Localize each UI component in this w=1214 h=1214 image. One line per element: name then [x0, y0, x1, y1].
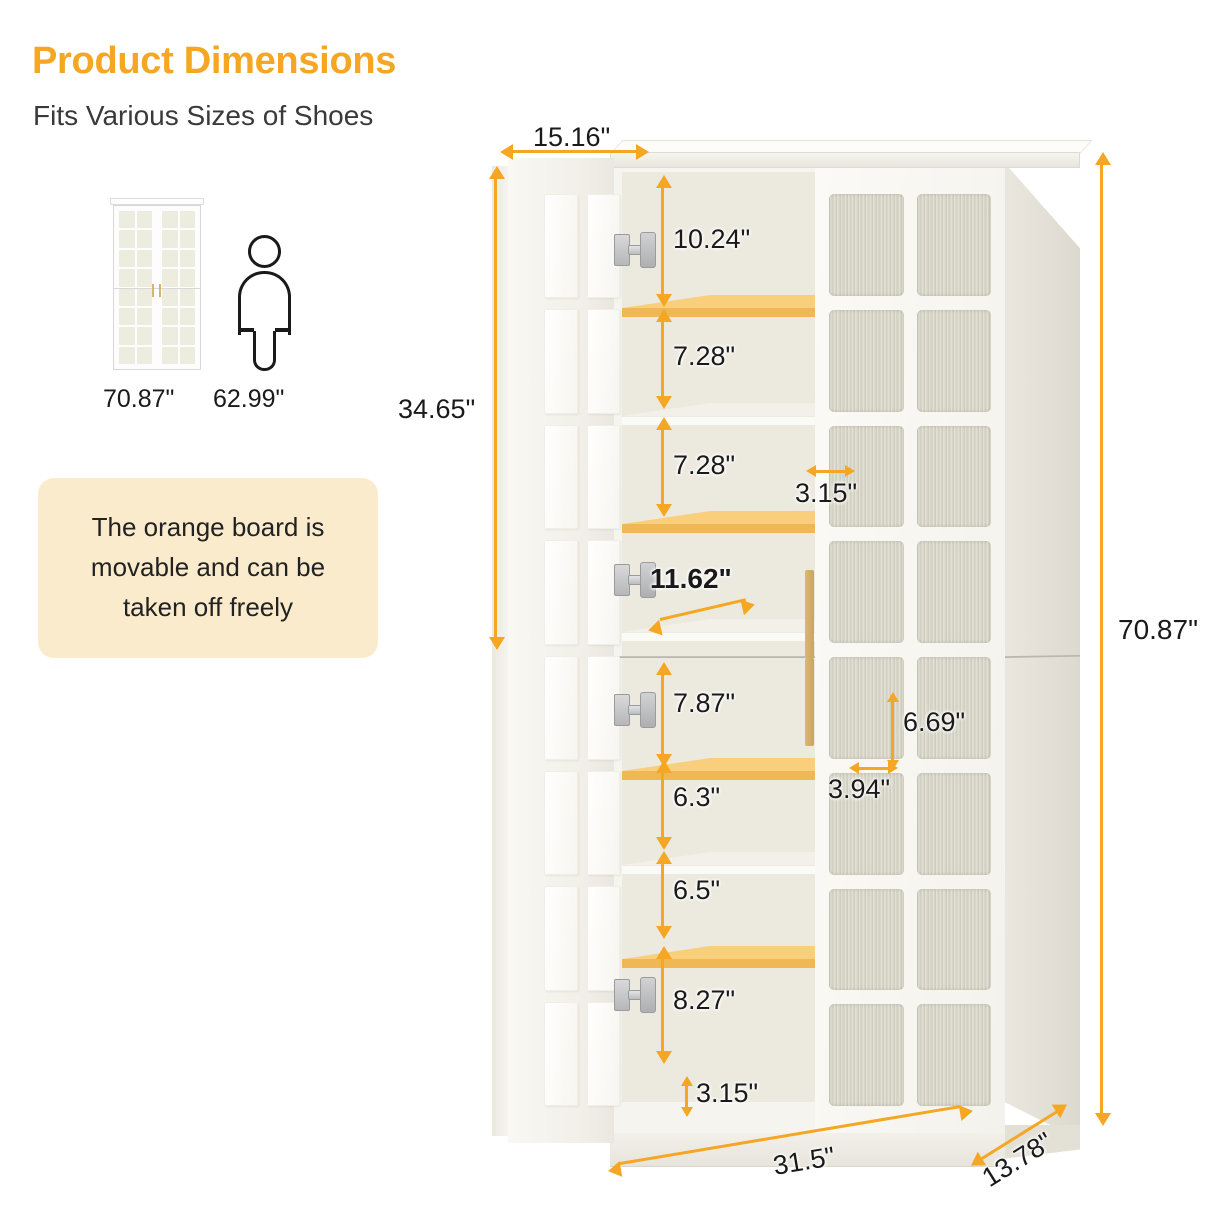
person-icon-body	[238, 271, 291, 335]
arrow-down	[656, 396, 672, 409]
arrow-up	[656, 851, 672, 864]
arrow-right	[888, 762, 898, 774]
arrow-right	[636, 144, 649, 160]
left-door-panes	[544, 194, 620, 1106]
cabinet-icon-left-door	[117, 209, 154, 366]
hinge-upper-top	[614, 230, 658, 270]
dim-pane-width-label: 3.94"	[828, 774, 891, 804]
cabinet-icon-handle-left	[152, 284, 154, 297]
arrow-left	[606, 1161, 623, 1179]
person-icon-head	[248, 235, 281, 268]
cabinet-plinth-front	[610, 1133, 1005, 1167]
right-door-fluted-panes	[829, 194, 991, 1106]
dim-lower-compartment-4-label: 8.27"	[673, 985, 736, 1015]
dim-upper-compartment-3-label: 7.28"	[673, 450, 736, 480]
cabinet-crown-front	[610, 152, 1080, 168]
arrow-left	[806, 465, 816, 477]
cabinet-icon-right-door	[160, 209, 197, 366]
cabinet-icon-body	[113, 205, 201, 370]
dim-upper-section-height-label: 34.65"	[398, 394, 476, 424]
arrow-up	[1095, 152, 1111, 165]
arrow-left	[849, 762, 859, 774]
dim-shelf-depth-side-label: 3.15"	[795, 478, 858, 508]
dim-shelf-width-diagonal-label: 11.62"	[650, 563, 732, 594]
cabinet-icon-handle-right	[159, 284, 161, 297]
arrow-down	[681, 1107, 693, 1117]
arrow-down	[656, 926, 672, 939]
movable-board-note: The orange board is movable and can be t…	[38, 478, 378, 658]
arrow-down	[1095, 1113, 1111, 1126]
arrow-up	[656, 309, 672, 322]
person-height-label: 62.99"	[213, 385, 285, 413]
person-icon-legs	[253, 331, 276, 371]
dim-lower-compartment-2-label: 6.3"	[673, 782, 721, 812]
person-icon	[237, 235, 293, 371]
dim-pane-height-label: 6.69"	[903, 707, 966, 737]
arrow-right	[845, 465, 855, 477]
cabinet-right-door-closed[interactable]	[815, 168, 1005, 1133]
dim-upper-compartment-2-label: 7.28"	[673, 341, 736, 371]
dim-top-width-label: 15.16"	[533, 122, 611, 152]
dim-plinth-height-label: 3.15"	[696, 1078, 759, 1108]
arrow-up	[656, 662, 672, 675]
dim-overall-height-label: 70.87"	[1118, 614, 1199, 645]
arrow-left	[500, 144, 513, 160]
arrow-up	[656, 175, 672, 188]
dim-lower-compartment-1-label: 7.87"	[673, 688, 736, 718]
arrow-down	[489, 637, 505, 650]
cabinet-left-door-open[interactable]	[492, 158, 620, 1143]
arrow-up	[656, 417, 672, 430]
note-line-3: taken off freely	[122, 591, 294, 622]
arrow-down	[656, 1051, 672, 1064]
page-subtitle: Fits Various Sizes of Shoes	[33, 100, 374, 131]
cabinet-icon-top	[110, 198, 204, 205]
hinge-lower-bottom	[614, 975, 658, 1015]
cabinet-icon-mid-seam	[113, 288, 201, 289]
dim-lower-compartment-3-label: 6.5"	[673, 875, 721, 905]
note-line-1: The orange board is	[91, 512, 325, 543]
arrow-up	[656, 946, 672, 959]
arrow-right	[958, 1103, 975, 1121]
page-title: Product Dimensions	[32, 40, 397, 82]
handle-lower-door[interactable]	[805, 658, 814, 746]
handle-upper-door[interactable]	[805, 570, 814, 658]
hinge-upper-bottom	[614, 560, 658, 600]
arrow-up	[681, 1076, 693, 1086]
note-line-2: movable and can be	[90, 552, 326, 583]
arrow-down	[656, 837, 672, 850]
cabinet-icon	[108, 198, 206, 370]
hinge-lower-top	[614, 690, 658, 730]
arrow-up	[887, 692, 899, 702]
arrow-up	[656, 760, 672, 773]
arrow-up	[489, 166, 505, 179]
dim-upper-compartment-1-label: 10.24"	[673, 224, 751, 254]
arrow-down	[656, 294, 672, 307]
cabinet-right-side-panel	[1002, 160, 1080, 1140]
cabinet-illustration	[470, 130, 1130, 1190]
cabinet-height-label: 70.87"	[103, 385, 175, 413]
arrow-down	[656, 504, 672, 517]
